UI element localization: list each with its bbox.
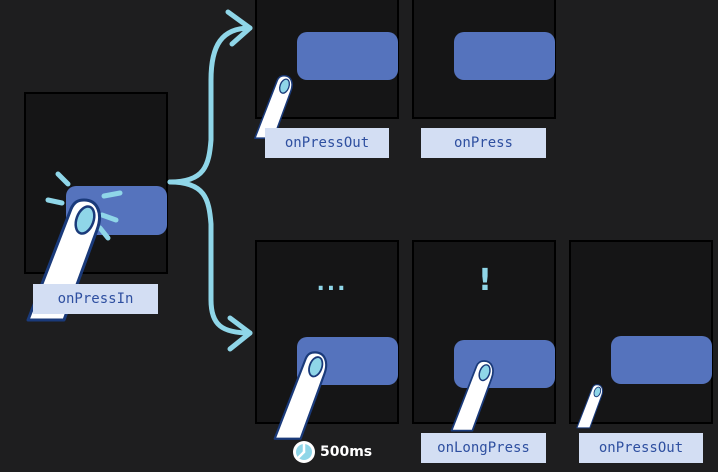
panel-press	[412, 0, 556, 119]
label-on-press-out-top: onPressOut	[265, 128, 389, 158]
label-on-long-press: onLongPress	[421, 433, 546, 463]
branch-arrow-icon	[167, 9, 253, 352]
clock-icon	[293, 441, 315, 463]
pressable-button	[297, 32, 398, 80]
panel-press-out-bottom	[569, 240, 713, 424]
pressable-button	[611, 336, 712, 384]
label-on-press: onPress	[421, 128, 546, 158]
panel-press-in	[24, 92, 168, 274]
pressable-button	[454, 32, 555, 80]
panel-waiting	[255, 240, 399, 424]
label-on-press-in: onPressIn	[33, 284, 158, 314]
long-press-alert-icon: !	[478, 263, 492, 298]
waiting-ellipsis: ...	[316, 271, 348, 296]
label-on-press-out-bottom: onPressOut	[579, 433, 703, 463]
pressable-button	[454, 340, 555, 388]
tap-burst-icon	[45, 171, 123, 241]
timer-duration: 500ms	[320, 444, 373, 460]
